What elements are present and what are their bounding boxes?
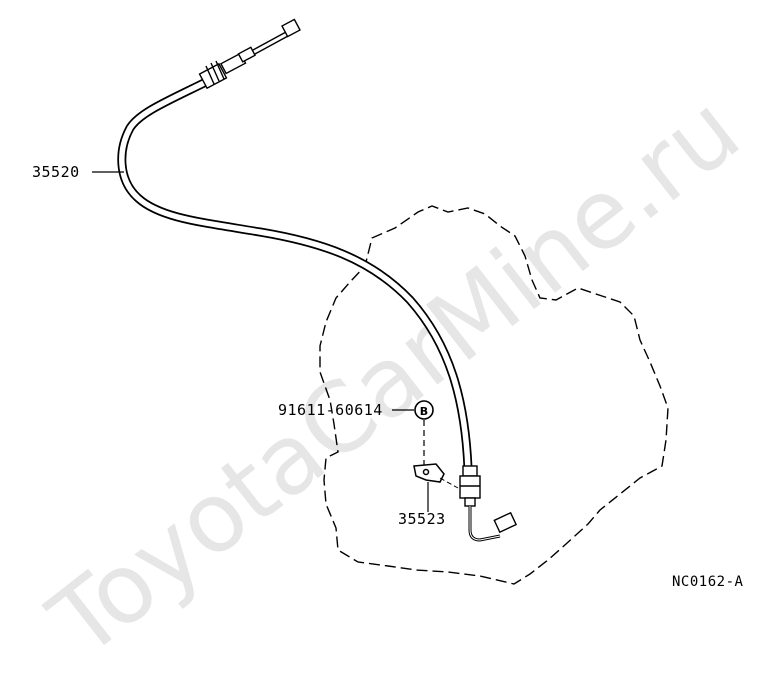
label-bolt: 91611-60614 <box>278 401 383 419</box>
label-cable: 35520 <box>32 163 80 181</box>
transmission-outline <box>319 205 669 585</box>
label-bracket: 35523 <box>398 510 446 528</box>
cable-lower-fitting <box>459 465 518 542</box>
bracket-shape <box>413 463 445 483</box>
diagram-drawing: B <box>92 18 669 585</box>
drawing-code: NC0162-A <box>672 574 744 590</box>
cable-upper-fitting <box>198 18 301 90</box>
bolt-symbol: B <box>414 400 434 420</box>
svg-text:B: B <box>420 405 428 418</box>
bracket-to-trans-centerline <box>439 477 459 489</box>
parts-diagram: ToyotaCarMine.ru <box>30 18 760 678</box>
